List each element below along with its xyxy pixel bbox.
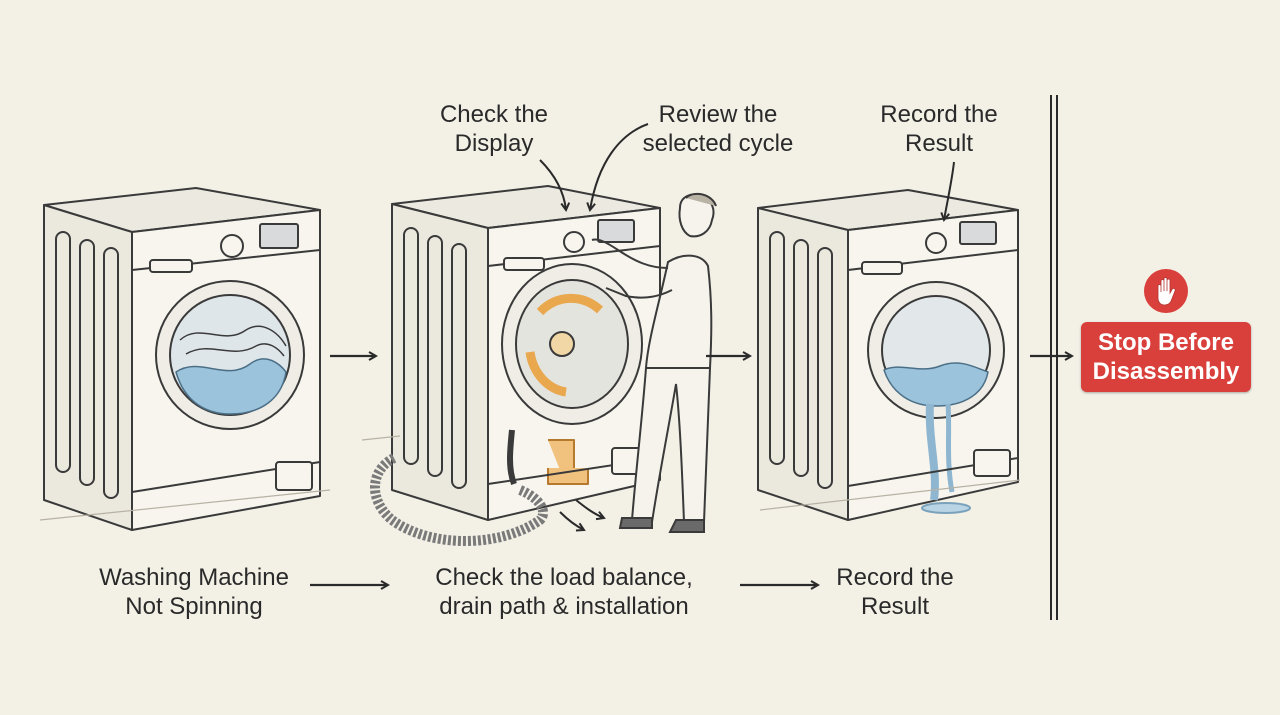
stop-hand-icon (1144, 269, 1188, 313)
check-load-label: Check the load balance, drain path & ins… (435, 564, 693, 620)
washing-machine-1-icon (43, 187, 321, 531)
review-cycle-label: Review the selected cycle (642, 101, 794, 157)
washing-machine-2-icon (370, 185, 661, 546)
stop-before-disassembly-badge: Stop Before Disassembly (1081, 322, 1251, 392)
check-display-label: Check the Display (439, 101, 549, 157)
technician-icon (591, 192, 717, 533)
washing-machine-3-icon (757, 189, 1019, 521)
record-result-bottom-label: Record the Result (836, 564, 954, 620)
not-spinning-label: Washing Machine Not Spinning (99, 564, 289, 620)
callout-arrows (539, 123, 955, 530)
stop-divider (1050, 95, 1058, 620)
record-result-top-label: Record the Result (880, 101, 998, 157)
ground-lines (39, 435, 1021, 521)
